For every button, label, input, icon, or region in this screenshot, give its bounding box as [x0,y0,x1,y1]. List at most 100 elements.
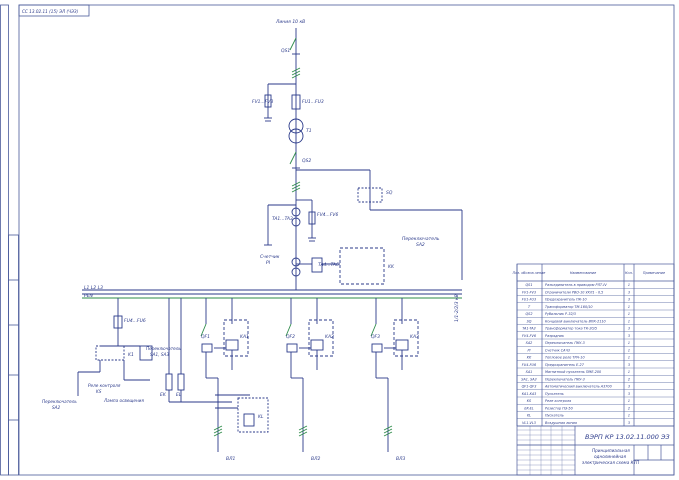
spec-header-0: Поз. обозна-чение [513,271,546,275]
spec-row-name: Магнитный пускатель ПМЕ-200 [545,370,601,374]
spec-row-name: Воздушная линия [545,421,577,425]
busbars [82,289,462,299]
label-k1: K1 [128,352,134,358]
label-switch-sa2: Переключатель [402,236,440,242]
spec-header-3: Примечание [643,271,665,275]
spec-header-1: Наименование [570,271,596,275]
label-kl: KL [258,414,264,420]
spec-row-pos: SA2 [526,341,533,345]
corner-stamp-box [18,4,90,17]
spec-row-qty: 1 [628,399,630,403]
label-ka2: KA2 [325,334,334,340]
sheet-frame [18,4,675,476]
spec-row-name: Концевой выключатель ВПК-2110 [545,319,606,323]
spec-row-pos: SA1, SA3 [521,377,536,381]
spec-row-name: Переключатель ПКУ-3 [545,341,585,345]
spec-row-name: Разрядник [545,334,565,338]
spec-row-name: Разъединитель в приводом РЛТ-IV [545,283,607,287]
control-branch [77,298,153,396]
label-ta1: TA1...TA3 [272,216,293,222]
spec-row-name: Трансформатор тока ТК-20/5 [545,327,597,331]
spec-row-qty: 1 [628,312,630,316]
spec-row-qty: 2 [628,406,630,410]
feeder-1 [200,298,249,452]
label-fv1: FV1...FV3 [252,99,273,105]
spec-row-pos: SQ [527,319,532,323]
spec-row-qty: 1 [628,305,630,309]
spec-row-name: Предохранитель Е-27 [545,363,585,367]
heater-branch [165,298,269,433]
label-meter: Счетчик [260,254,280,260]
spec-row-qty: 3 [628,290,630,294]
label-line-top: Линия 10 кВ [275,19,305,25]
label-sq: SQ [386,190,393,196]
label-ta4: TA4...TA6 [318,262,339,268]
spec-row-name: Резистор ПЭ-50 [545,406,573,410]
label-fu4: FU4...FU6 [124,318,146,324]
spec-row-qty: 3 [628,298,630,302]
label-el: EL [176,392,182,398]
spec-row-qty: 1 [628,341,630,345]
spec-row-name: Переключатель ПКУ-3 [545,377,585,381]
spec-row-name: Реле контроля [545,399,571,403]
label-qs2: QS2 [302,158,311,164]
spec-row-pos: FV1-FV3 [522,290,536,294]
label-switch-sa2-code: SA2 [416,242,425,248]
left-margin-table [8,234,19,476]
label-fv4: FV4...FV6 [317,212,338,218]
spec-row-pos: FU4-FU6 [522,363,536,367]
label-pen: PEN [84,293,94,299]
spec-row-qty: 1 [628,283,630,287]
spec-row-pos: KL [527,414,531,418]
spec-row-name: Автоматический выключатель А3700 [544,385,612,389]
label-transformer: T1 [306,128,312,134]
spec-row-pos: FV4-FV6 [522,334,536,338]
label-side: 1/1-2/2/3 кВ [454,294,460,322]
spec-row-qty: 1 [628,319,630,323]
spec-row-pos: TA1-TA3 [522,327,535,331]
label-switch-lamp: Лампа освещения [103,398,144,403]
label-meter-code: PI [266,260,271,266]
spec-row-pos: QF1-QF3 [522,385,537,389]
label-qs1: QS1 [281,48,290,54]
spec-row-qty: 1 [628,414,630,418]
label-ka3: KA3 [410,334,419,340]
spec-row-qty: 1 [628,356,630,360]
spec-row-qty: 3 [628,363,630,367]
spec-row-name: Трансформатор ТМ-160/10 [545,305,593,309]
diagram-labels: СС 13.02.11 (15) ЭЛ (ЧЭЗ) Линия 10 кВ QS… [22,9,670,465]
title-block [516,263,675,476]
spec-row-name: Пускатель [545,392,564,396]
spec-row-name: Счетчик САЧ3 [545,348,570,352]
spec-row-pos: EK-EL [524,406,533,410]
label-switch-sa2b-code: SA2 [52,405,61,410]
spec-row-qty: 3 [628,334,630,338]
hv-feed [264,28,463,290]
label-vl2: ВЛ2 [311,456,320,462]
spec-row-name: Предохранитель ПК-10 [545,298,587,302]
spec-row-name: Ограничители РВО-10 УХЛ1 - 0,5 [545,290,603,294]
label-qf2: QF2 [286,334,295,340]
label-qf1: QF1 [201,334,210,340]
label-switch-sa1-code: SA1, SA3 [150,352,169,357]
title-line-3: электрическая схема КТП [582,460,640,465]
spec-row-name: Рубильник Р-32/3 [545,312,576,316]
left-margin-strip [0,4,9,476]
spec-row-pos: KK [527,356,532,360]
spec-row-pos: VL1-VL3 [522,421,536,425]
label-bus: L1 L2 L3 [84,285,103,291]
label-relay-ks: Реле контроля [88,383,121,388]
spec-row-qty: 3 [628,385,630,389]
feeders [200,298,419,452]
feeder-2 [285,298,334,452]
title-line-1: Принципиальная [592,448,630,453]
title-line-2: однолинейная [594,454,626,459]
spec-row-name: Тепловое реле ТРН-10 [545,356,585,360]
label-relay-ks-code: KS [96,389,102,394]
spec-row-qty: 3 [628,421,630,425]
spec-row-qty: 3 [628,392,630,396]
spec-row-name: Пускатель [545,414,564,418]
label-ek: EK [160,392,167,398]
